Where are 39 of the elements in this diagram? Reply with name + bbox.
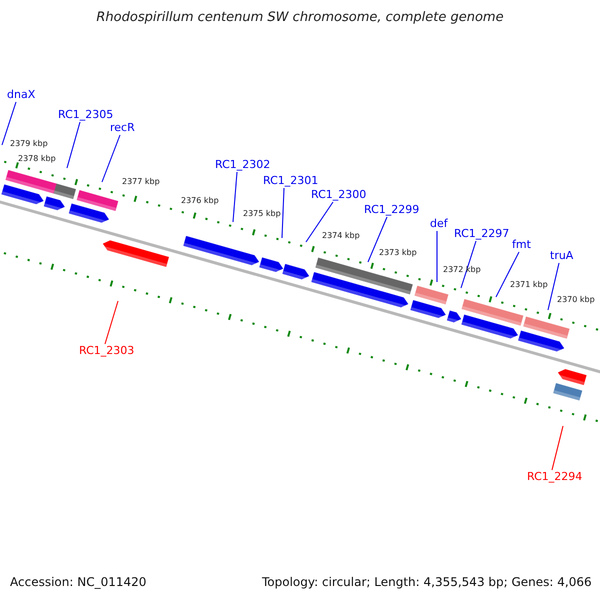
- tick-label: 2373 kbp: [379, 249, 417, 257]
- leader-line: [548, 262, 560, 310]
- gene-label: RC1_2299: [364, 204, 420, 215]
- tick-label: 2372 kbp: [443, 266, 481, 274]
- leader-line: [306, 202, 334, 242]
- leader-line: [436, 230, 438, 282]
- leader-line: [66, 122, 80, 168]
- gene-label: truA: [550, 250, 574, 261]
- accession-text: Accession: NC_011420: [10, 576, 146, 588]
- genome-info-text: Topology: circular; Length: 4,355,543 bp; Genes: 4,066: [262, 576, 592, 588]
- tick-label: 2374 kbp: [322, 232, 360, 240]
- tick-label: 2371 kbp: [510, 281, 548, 289]
- gene-label: RC1_2294: [527, 471, 582, 482]
- gene-label: recR: [110, 122, 135, 133]
- gene-label: RC1_2301: [263, 175, 318, 186]
- leader-line: [460, 240, 476, 288]
- tick-label: 2378 kbp: [18, 155, 56, 163]
- gene-label: RC1_2302: [215, 159, 270, 170]
- gene-label: dnaX: [7, 89, 36, 100]
- tick-label: 2376 kbp: [181, 197, 219, 205]
- leader-line: [552, 426, 564, 470]
- gene-label: RC1_2300: [311, 189, 366, 200]
- title: Rhodospirillum centenum SW chromosome, complete genome: [95, 11, 505, 24]
- tick-label: 2377 kbp: [122, 178, 160, 186]
- leader-line: [232, 172, 238, 222]
- tick-label: 2375 kbp: [243, 210, 281, 218]
- leader-line: [2, 102, 16, 146]
- leader-line: [104, 300, 118, 344]
- tick-label: 2370 kbp: [557, 296, 595, 304]
- gene-label: def: [430, 218, 448, 229]
- leader-line: [282, 188, 284, 238]
- gene-label: RC1_2303: [79, 345, 134, 356]
- leader-line: [496, 252, 520, 298]
- gene-label: fmt: [512, 239, 531, 250]
- gene-label: RC1_2305: [58, 109, 114, 120]
- gene-label: RC1_2297: [454, 228, 510, 239]
- leader-line: [102, 134, 120, 182]
- leader-line: [368, 216, 388, 262]
- tick-label: 2379 kbp: [10, 140, 48, 148]
